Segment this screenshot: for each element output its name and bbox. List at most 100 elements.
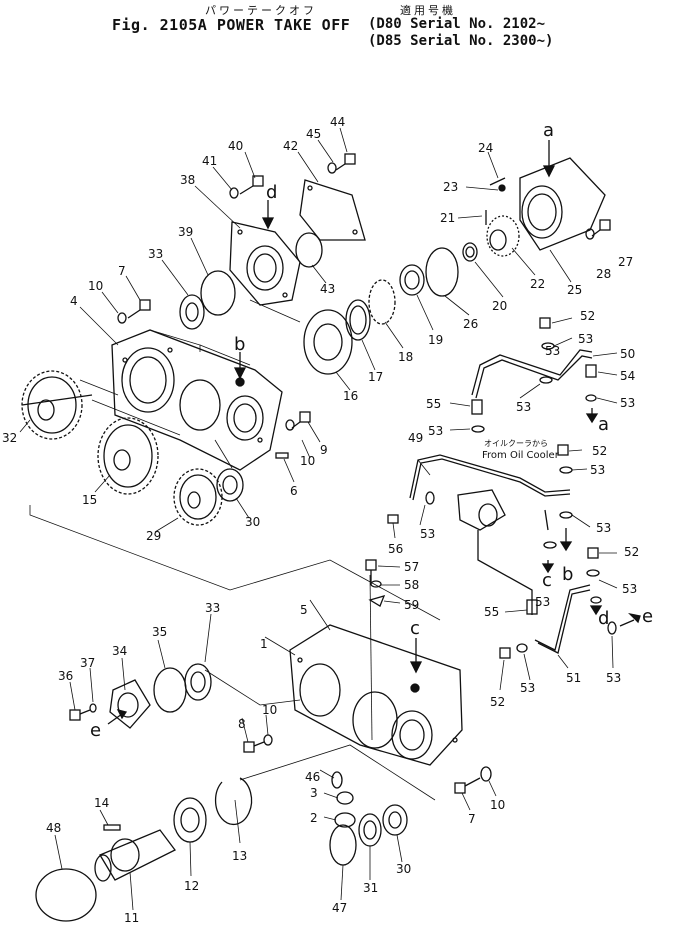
label-part-1: 1 bbox=[260, 637, 268, 651]
label-part-10c: 10 bbox=[262, 703, 277, 717]
label-part-26: 26 bbox=[463, 317, 478, 331]
plug-2 bbox=[331, 771, 356, 828]
label-part-4: 4 bbox=[70, 294, 78, 308]
sprocket-18 bbox=[368, 279, 396, 325]
cover-34 bbox=[109, 679, 151, 729]
part-labels: 1 2 3 4 5 6 7 7 8 9 10 10 10 10 11 12 13… bbox=[2, 115, 639, 925]
oring-26 bbox=[425, 247, 459, 297]
serial-d85: (D85 Serial No. 2300~) bbox=[368, 33, 554, 49]
bearing-30-lower bbox=[382, 804, 408, 836]
label-part-30b: 30 bbox=[396, 862, 411, 876]
label-part-50: 50 bbox=[620, 347, 635, 361]
label-part-42: 42 bbox=[283, 139, 298, 153]
label-part-48: 48 bbox=[46, 821, 61, 835]
label-part-31: 31 bbox=[363, 881, 378, 895]
label-part-15: 15 bbox=[82, 493, 97, 507]
label-part-45: 45 bbox=[306, 127, 321, 141]
label-part-34: 34 bbox=[112, 644, 127, 658]
label-part-35: 35 bbox=[152, 625, 167, 639]
kana-title: パワーテークオフ bbox=[205, 4, 317, 17]
label-part-56: 56 bbox=[388, 542, 403, 556]
label-part-6: 6 bbox=[290, 484, 298, 498]
label-part-32: 32 bbox=[2, 431, 17, 445]
oring-43 bbox=[295, 232, 323, 268]
label-part-10a: 10 bbox=[88, 279, 103, 293]
key-14 bbox=[103, 824, 121, 831]
oil-cooler-note-en: From Oil Cooler bbox=[482, 450, 560, 461]
label-part-49: 49 bbox=[408, 431, 423, 445]
label-part-58: 58 bbox=[404, 578, 419, 592]
label-part-53h: 53 bbox=[622, 582, 637, 596]
label-part-53c: 53 bbox=[620, 396, 635, 410]
gear-15 bbox=[97, 417, 159, 495]
adapter-housing-25 bbox=[519, 157, 606, 251]
oil-piping bbox=[409, 349, 593, 654]
ref-c-top: c bbox=[410, 618, 420, 639]
label-part-38: 38 bbox=[180, 173, 195, 187]
label-part-14: 14 bbox=[94, 796, 109, 810]
part-24 bbox=[489, 177, 506, 186]
label-part-8: 8 bbox=[238, 717, 246, 731]
label-part-43: 43 bbox=[320, 282, 335, 296]
label-part-11: 11 bbox=[124, 911, 139, 925]
label-part-52d: 52 bbox=[490, 695, 505, 709]
label-part-10b: 10 bbox=[300, 454, 315, 468]
label-part-41: 41 bbox=[202, 154, 217, 168]
kana-applicable: 適用号機 bbox=[400, 4, 456, 17]
label-part-57: 57 bbox=[404, 560, 419, 574]
label-part-33b: 33 bbox=[205, 601, 220, 615]
leader-lines bbox=[19, 127, 618, 911]
label-part-37: 37 bbox=[80, 656, 95, 670]
bolt-9 bbox=[285, 411, 311, 431]
bolt-36 bbox=[69, 703, 97, 721]
oring-39 bbox=[200, 270, 236, 316]
bolt-8 bbox=[243, 734, 273, 753]
label-part-53d: 53 bbox=[428, 424, 443, 438]
shaft-11 bbox=[94, 829, 176, 882]
label-part-28: 28 bbox=[596, 267, 611, 281]
label-part-5: 5 bbox=[300, 603, 308, 617]
label-part-30a: 30 bbox=[245, 515, 260, 529]
label-part-51: 51 bbox=[566, 671, 581, 685]
label-part-39: 39 bbox=[178, 225, 193, 239]
ref-a-top: a bbox=[543, 120, 554, 141]
bolt-27 bbox=[585, 219, 611, 240]
label-part-53j: 53 bbox=[606, 671, 621, 685]
label-part-53i: 53 bbox=[520, 681, 535, 695]
ref-d-pipe: d bbox=[598, 608, 609, 629]
figure-title: Fig. 2105A POWER TAKE OFF bbox=[112, 16, 351, 34]
bolt-44 bbox=[327, 153, 356, 174]
figure-header: パワーテークオフ 適用号機 Fig. 2105A POWER TAKE OFF … bbox=[0, 0, 692, 60]
label-part-53k: 53 bbox=[535, 595, 550, 609]
label-part-53g: 53 bbox=[596, 521, 611, 535]
ref-e-cover: e bbox=[90, 720, 101, 741]
gasket-35 bbox=[153, 667, 187, 713]
label-part-59: 59 bbox=[404, 598, 419, 612]
label-part-21: 21 bbox=[440, 211, 455, 225]
ring-19 bbox=[399, 264, 425, 296]
bearing-33-lower bbox=[184, 663, 212, 701]
ref-b-pipe: b bbox=[562, 564, 573, 585]
ball-23 bbox=[498, 184, 506, 192]
gear-22 bbox=[486, 215, 520, 257]
label-part-55b: 55 bbox=[484, 605, 499, 619]
label-part-53e: 53 bbox=[590, 463, 605, 477]
label-part-27: 27 bbox=[618, 255, 633, 269]
label-part-18: 18 bbox=[398, 350, 413, 364]
guide-lines bbox=[29, 299, 441, 801]
label-part-7b: 7 bbox=[468, 812, 476, 826]
bolt-57 bbox=[365, 559, 386, 607]
oil-cooler-note-jp: オイルクーラから bbox=[484, 439, 548, 448]
spacer-17 bbox=[345, 299, 371, 341]
reference-arrows bbox=[107, 140, 641, 725]
oring-47 bbox=[329, 824, 357, 866]
bearing-12 bbox=[173, 797, 207, 843]
plate-42 bbox=[299, 179, 366, 241]
label-part-29: 29 bbox=[146, 529, 161, 543]
label-part-44: 44 bbox=[330, 115, 345, 129]
label-part-52c: 52 bbox=[624, 545, 639, 559]
label-part-52b: 52 bbox=[592, 444, 607, 458]
label-part-3: 3 bbox=[310, 786, 318, 800]
ref-e-pipe: e bbox=[642, 606, 653, 627]
